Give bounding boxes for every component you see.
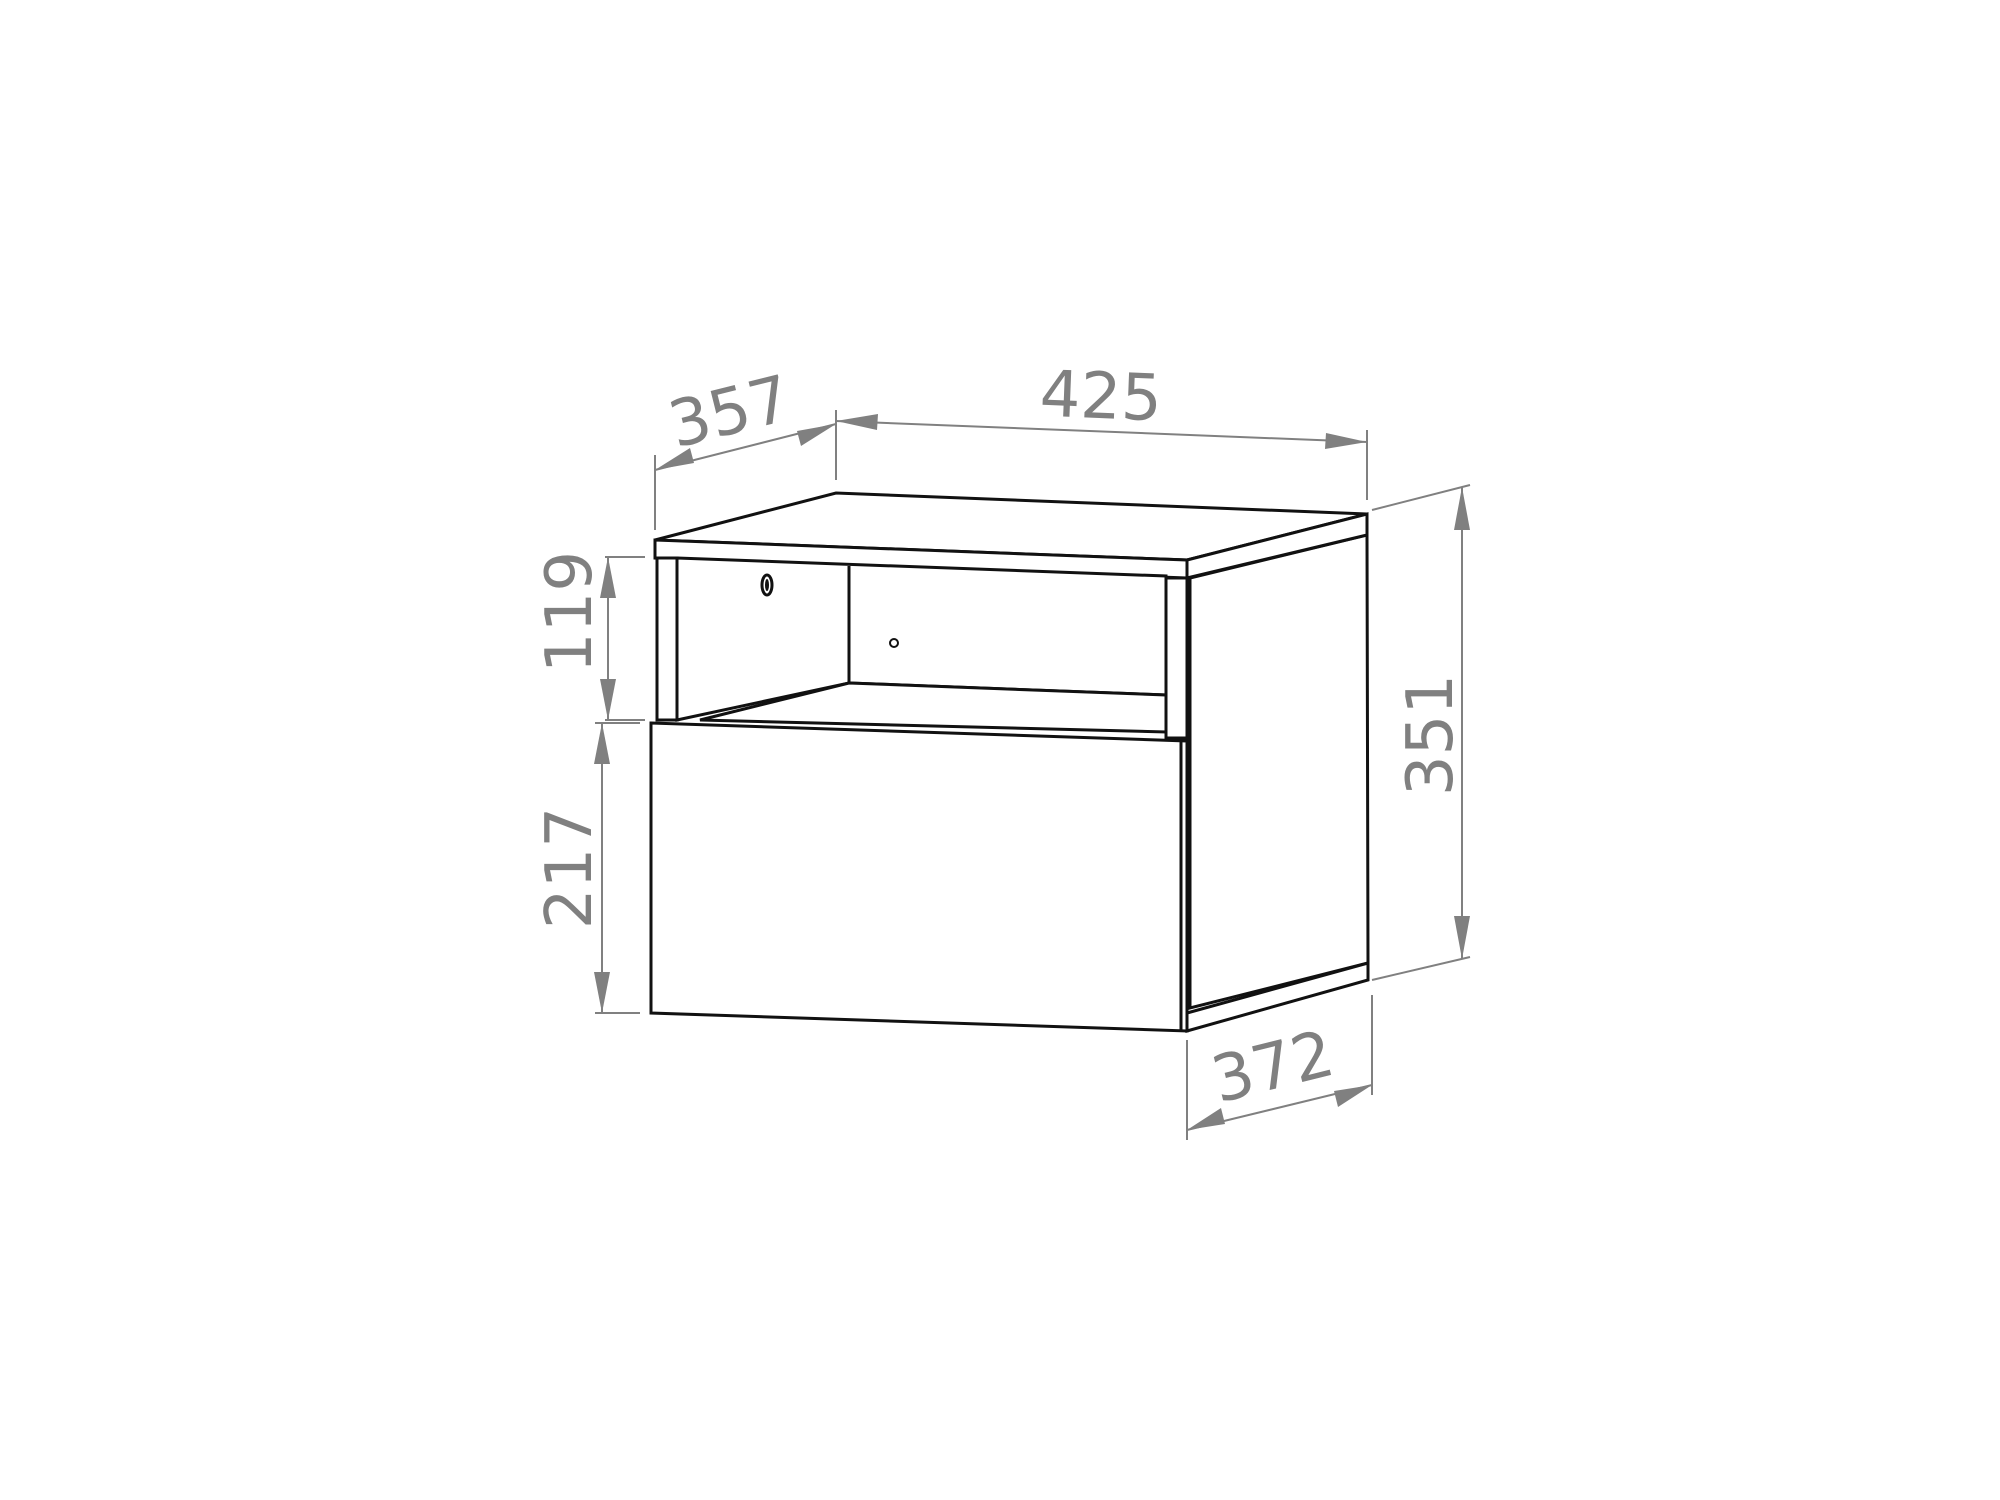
dimension-width: 425 [835, 358, 1368, 500]
cam-lock-slot [765, 579, 769, 591]
drawer-front [649, 721, 1189, 1033]
right-side-panel [1188, 533, 1370, 1010]
dimension-shelf-height: 119 [533, 551, 645, 721]
dimension-height-label: 351 [1394, 674, 1468, 796]
dimension-depth-bottom-label: 372 [1205, 1017, 1341, 1118]
dimension-width-label: 425 [1038, 358, 1163, 437]
dimension-shelf-height-label: 119 [533, 551, 607, 673]
top-board-side-edge [1185, 512, 1369, 580]
left-post [655, 556, 679, 722]
dimension-drawer-height: 217 [533, 722, 640, 1014]
dimension-depth-top-label: 357 [662, 362, 798, 463]
cam-lock-fitting [760, 573, 774, 597]
nightstand-cabinet [649, 491, 1370, 1033]
dimension-height: 351 [1371, 484, 1471, 981]
dimension-drawer-height-label: 217 [533, 807, 607, 929]
right-post [1164, 576, 1189, 740]
shelf-pin-hole [889, 638, 899, 648]
bottom-board-edge [1185, 961, 1370, 1033]
